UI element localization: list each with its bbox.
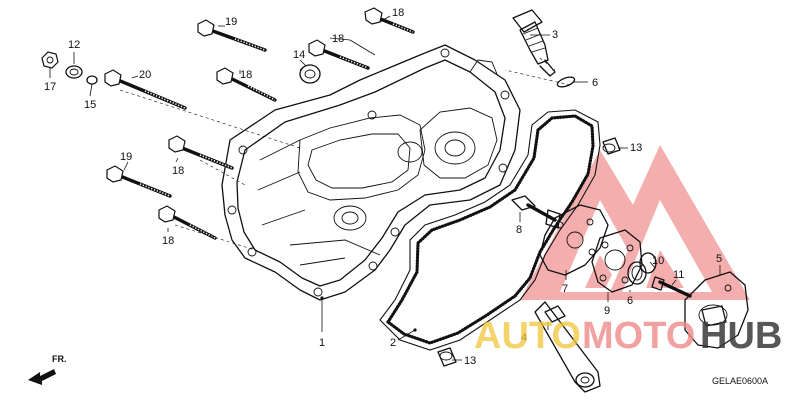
front-direction-marker: FR.	[28, 354, 67, 385]
bolt-18-mid	[216, 67, 277, 102]
washer-12	[65, 65, 83, 79]
label-part-13a: 13	[630, 142, 642, 154]
label-part-19b: 19	[120, 151, 132, 163]
bolt-18-lower	[158, 205, 217, 240]
label-part-6a: 6	[592, 77, 598, 89]
label-part-9: 9	[604, 305, 610, 317]
label-part-6b: 6	[627, 295, 633, 307]
front-label: FR.	[52, 354, 67, 364]
label-part-14: 14	[293, 49, 305, 61]
label-part-8: 8	[516, 224, 522, 236]
watermark-hub: HUB	[700, 315, 782, 357]
label-part-15: 15	[84, 99, 96, 111]
label-part-12: 12	[68, 39, 80, 51]
oil-seal-14	[299, 64, 321, 84]
label-part-7: 7	[562, 283, 568, 295]
label-part-2: 2	[390, 337, 396, 349]
seal-10	[639, 252, 657, 274]
label-part-5: 5	[716, 253, 722, 265]
part-labels: 1 2 3 4 5 6 6 7 8 9 10 11 12 13 13 14 15…	[44, 7, 722, 367]
label-part-18d: 18	[172, 165, 184, 177]
label-part-3: 3	[552, 29, 558, 41]
watermark-moto: MOTO	[582, 315, 695, 357]
pump-body-7	[539, 204, 609, 276]
callout-lines	[49, 15, 721, 361]
label-part-18e: 18	[162, 235, 174, 247]
pump-cover-5	[684, 271, 749, 349]
pump-shaft-8	[511, 195, 561, 229]
label-part-18c: 18	[240, 69, 252, 81]
nut-17	[41, 51, 59, 69]
bolt-20-long	[104, 69, 187, 110]
label-part-4: 4	[521, 332, 527, 344]
right-crankcase-cover	[221, 44, 521, 301]
pump-plate-9	[591, 229, 643, 293]
label-part-11: 11	[673, 269, 684, 281]
bolt-18-left	[168, 135, 234, 170]
bolt-18-top	[364, 7, 415, 34]
lever-arm-4	[534, 301, 601, 393]
dowel-pin-upper	[602, 137, 621, 155]
bolt-19-lower	[106, 165, 172, 198]
washer-15	[86, 75, 98, 85]
label-part-17: 17	[44, 81, 56, 93]
o-ring-16	[556, 76, 576, 88]
label-part-20: 20	[139, 69, 151, 81]
label-part-18b: 18	[332, 33, 344, 45]
oil-filler-cap	[512, 9, 556, 77]
front-arrow-icon	[28, 369, 56, 385]
bolt-18-mid-upper	[308, 39, 370, 70]
bolt-19-upper	[197, 19, 267, 52]
label-part-13b: 13	[464, 355, 476, 367]
callout-dots	[320, 296, 417, 332]
cover-gasket	[379, 109, 601, 351]
label-part-1: 1	[319, 337, 325, 349]
watermark-text: AUTO MOTO HUB	[474, 315, 782, 357]
label-part-19a: 19	[225, 16, 237, 28]
drawing-code: GELAE0600A	[712, 376, 768, 386]
watermark-auto: AUTO	[474, 315, 581, 357]
label-part-18a: 18	[392, 7, 404, 19]
bolt-11	[651, 276, 692, 298]
label-part-10: 10	[652, 255, 664, 267]
dowel-pin-lower	[437, 347, 457, 367]
